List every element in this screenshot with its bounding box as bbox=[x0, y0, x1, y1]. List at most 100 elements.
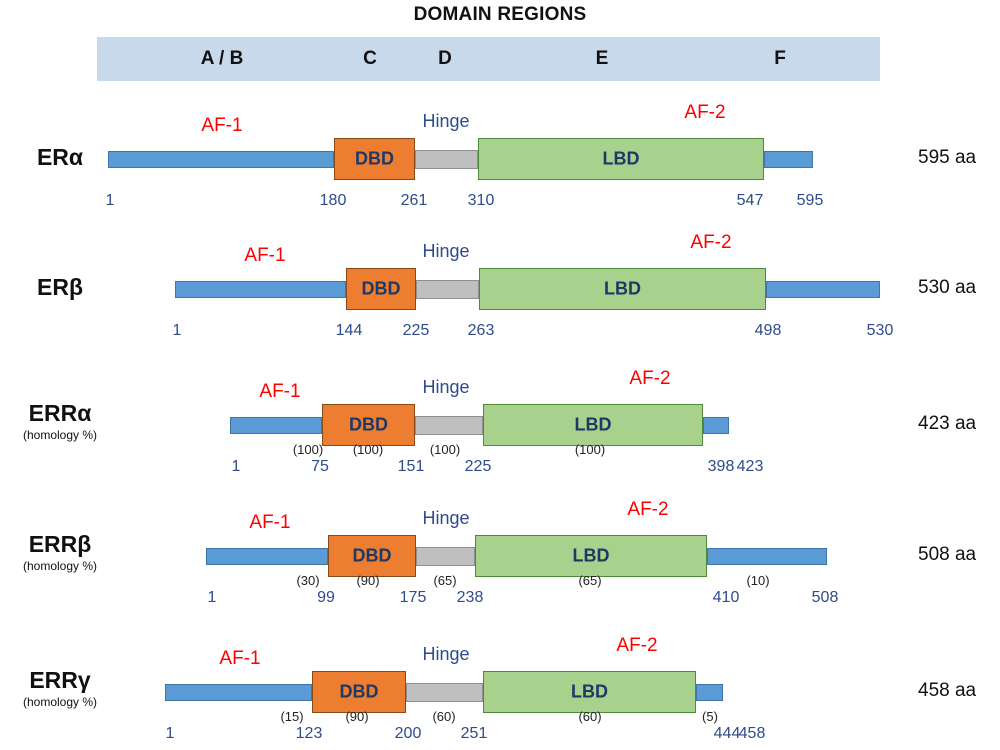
er-alpha-dbd-box bbox=[334, 138, 415, 180]
er-alpha-af1-segment bbox=[108, 150, 334, 168]
er-beta-af1-label: AF-1 bbox=[244, 245, 286, 266]
err-beta-dbd-label: DBD bbox=[352, 545, 392, 566]
er-beta-name: ERβ bbox=[37, 274, 83, 300]
er-alpha-c-terminal-segment bbox=[764, 150, 813, 168]
err-alpha-position-2: 151 bbox=[397, 458, 425, 475]
err-gamma-length: 458 aa bbox=[918, 680, 977, 701]
er-beta-position-2: 225 bbox=[402, 322, 430, 339]
err-beta-homology-3: (65) bbox=[578, 573, 602, 588]
diagram-heading: DOMAIN REGIONS bbox=[413, 4, 587, 25]
err-alpha-lbd-label: LBD bbox=[574, 414, 612, 435]
err-gamma-af1-segment bbox=[165, 683, 312, 701]
er-alpha-position-4: 547 bbox=[736, 192, 764, 209]
err-gamma-lbd-label: LBD bbox=[571, 681, 608, 702]
err-gamma-homology-0: (15) bbox=[280, 709, 304, 724]
err-beta-af2-label: AF-2 bbox=[627, 499, 669, 520]
err-gamma-position-2: 200 bbox=[394, 725, 422, 742]
err-alpha-c-terminal-segment bbox=[703, 416, 729, 434]
er-beta-lbd-box bbox=[479, 268, 766, 310]
err-alpha-subtitle: (homology %) bbox=[22, 428, 98, 442]
err-alpha-homology-1: (100) bbox=[352, 442, 384, 457]
err-gamma-name: ERRγ bbox=[29, 667, 91, 693]
err-gamma-homology-1: (90) bbox=[345, 709, 369, 724]
er-beta-af1-segment bbox=[175, 280, 346, 298]
err-beta-c-terminal-segment bbox=[707, 547, 827, 565]
region-label-e: E bbox=[595, 48, 609, 69]
err-gamma-position-0: 1 bbox=[165, 725, 175, 742]
err-beta-lbd-box bbox=[475, 535, 707, 577]
err-gamma-c-terminal-segment bbox=[696, 683, 723, 701]
err-gamma-hinge-label: Hinge bbox=[422, 644, 470, 664]
er-beta-dbd-label: DBD bbox=[361, 278, 401, 299]
err-alpha-homology-0: (100) bbox=[292, 442, 324, 457]
er-alpha-position-5: 595 bbox=[796, 192, 824, 209]
err-gamma-homology-4: (5) bbox=[702, 709, 718, 724]
err-alpha-position-4: 398 bbox=[707, 458, 735, 475]
er-alpha-position-1: 180 bbox=[319, 192, 347, 209]
err-beta-position-0: 1 bbox=[207, 589, 217, 606]
er-beta-hinge-segment bbox=[416, 279, 479, 299]
err-gamma-position-1: 123 bbox=[295, 725, 323, 742]
er-alpha-dbd-label: DBD bbox=[355, 148, 394, 169]
region-label-f: F bbox=[774, 48, 786, 69]
err-beta-subtitle: (homology %) bbox=[22, 559, 98, 573]
err-alpha-dbd-box bbox=[322, 404, 415, 446]
err-gamma-homology-2: (60) bbox=[432, 709, 456, 724]
err-gamma-lbd-box bbox=[483, 671, 696, 713]
er-alpha-name: ERα bbox=[36, 144, 84, 170]
region-label-c: C bbox=[363, 48, 377, 69]
er-alpha-position-0: 1 bbox=[105, 192, 115, 209]
err-beta-homology-0: (30) bbox=[296, 573, 320, 588]
er-beta-position-1: 144 bbox=[335, 322, 363, 339]
domain-region-bar bbox=[97, 37, 880, 81]
err-beta-af1-segment bbox=[206, 547, 328, 565]
err-alpha-af1-segment bbox=[230, 416, 322, 434]
err-gamma-dbd-label: DBD bbox=[339, 681, 379, 702]
err-beta-position-3: 238 bbox=[456, 589, 484, 606]
err-beta-position-5: 508 bbox=[811, 589, 839, 606]
err-beta-hinge-segment bbox=[416, 546, 475, 566]
er-beta-position-4: 498 bbox=[754, 322, 782, 339]
err-gamma-subtitle: (homology %) bbox=[22, 695, 98, 709]
err-alpha-homology-2: (100) bbox=[429, 442, 461, 457]
er-beta-position-3: 263 bbox=[467, 322, 495, 339]
err-gamma-af2-label: AF-2 bbox=[616, 635, 658, 656]
er-beta-lbd-label: LBD bbox=[604, 278, 641, 299]
err-gamma-homology-3: (60) bbox=[578, 709, 602, 724]
err-beta-hinge-label: Hinge bbox=[422, 508, 470, 528]
er-alpha-lbd-box bbox=[478, 138, 764, 180]
err-gamma-position-4: 444 bbox=[713, 725, 741, 742]
err-alpha-homology-3: (100) bbox=[574, 442, 606, 457]
er-alpha-hinge-segment bbox=[415, 149, 478, 169]
err-gamma-dbd-box bbox=[312, 671, 406, 713]
err-beta-af1-label: AF-1 bbox=[249, 512, 291, 533]
err-alpha-lbd-box bbox=[483, 404, 703, 446]
err-beta-position-1: 99 bbox=[317, 589, 335, 606]
region-label-d: D bbox=[438, 48, 452, 69]
er-beta-hinge-label: Hinge bbox=[422, 241, 470, 261]
er-alpha-length: 595 aa bbox=[918, 147, 977, 168]
err-beta-position-2: 175 bbox=[399, 589, 427, 606]
err-beta-homology-4: (10) bbox=[746, 573, 770, 588]
region-label-ab: A / B bbox=[200, 48, 244, 69]
er-alpha-lbd-label: LBD bbox=[602, 148, 640, 169]
err-alpha-af1-label: AF-1 bbox=[259, 381, 301, 402]
er-alpha-af2-label: AF-2 bbox=[684, 102, 726, 123]
err-alpha-length: 423 aa bbox=[918, 413, 977, 434]
er-beta-c-terminal-segment bbox=[766, 280, 880, 298]
err-gamma-position-3: 251 bbox=[460, 725, 488, 742]
err-alpha-name: ERRα bbox=[28, 400, 92, 426]
err-alpha-position-5: 423 bbox=[736, 458, 764, 475]
err-gamma-position-5: 458 bbox=[738, 725, 766, 742]
er-alpha-position-3: 310 bbox=[467, 192, 495, 209]
err-gamma-hinge-segment bbox=[406, 682, 483, 702]
er-beta-length: 530 aa bbox=[918, 277, 977, 298]
err-beta-length: 508 aa bbox=[918, 544, 977, 565]
err-gamma-af1-label: AF-1 bbox=[219, 648, 261, 669]
er-beta-position-5: 530 bbox=[866, 322, 894, 339]
er-alpha-position-2: 261 bbox=[400, 192, 428, 209]
err-alpha-af2-label: AF-2 bbox=[629, 368, 671, 389]
err-beta-position-4: 410 bbox=[712, 589, 740, 606]
err-alpha-position-0: 1 bbox=[231, 458, 241, 475]
